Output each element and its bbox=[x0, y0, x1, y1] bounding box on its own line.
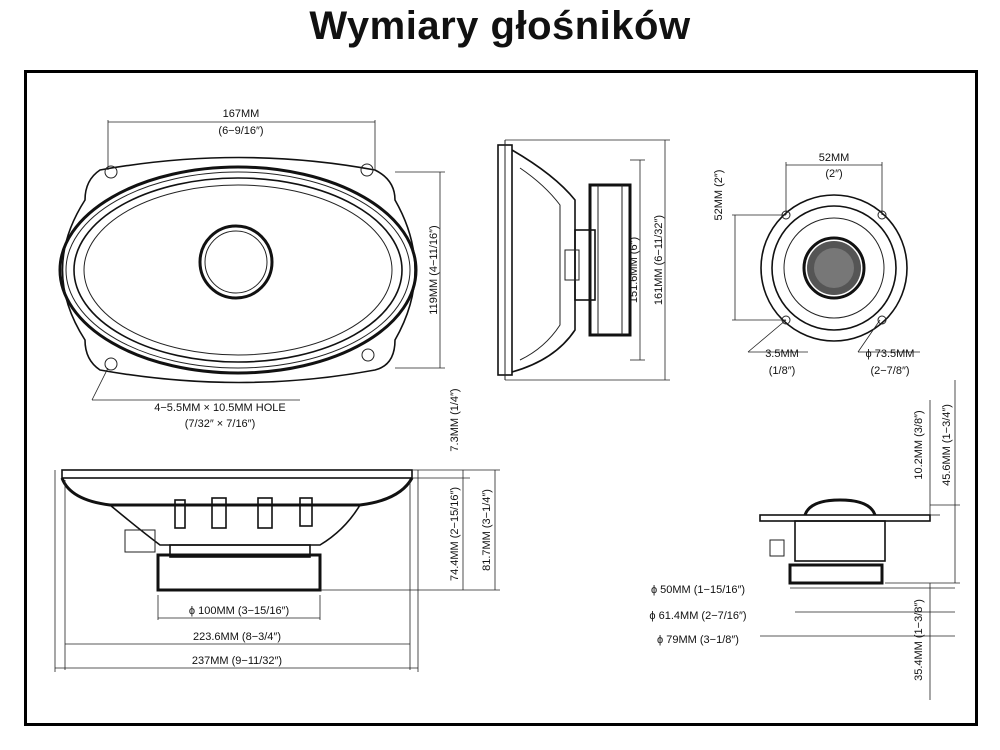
tweeter-front-view bbox=[732, 162, 920, 353]
overall-label: 237MM (9−11/32″) bbox=[192, 655, 282, 667]
hole-label-in: (7/32″ × 7/16″) bbox=[185, 418, 255, 430]
magnet-label: ϕ 100MM (3−15/16″) bbox=[189, 605, 289, 617]
depth-label: 74.4MM (2−15/16″) bbox=[449, 487, 461, 581]
front-height-label: 119MM (4−11/16″) bbox=[428, 225, 440, 314]
side-view bbox=[497, 139, 670, 381]
tweeter-height-label: 52MM (2″) bbox=[713, 170, 725, 221]
front-view bbox=[58, 120, 445, 401]
side-inner-label: 151.6MM (6″) bbox=[628, 237, 640, 303]
cutout-label: 223.6MM (8−3/4″) bbox=[193, 631, 281, 643]
side-outer-label: 161MM (6−11/32″) bbox=[653, 215, 665, 305]
tweeter-hole-mm: 3.5MM bbox=[765, 348, 799, 360]
front-width-in: (6−9/16″) bbox=[218, 125, 263, 137]
tweeter-d79-label: ϕ 79MM (3−1/8″) bbox=[657, 634, 739, 646]
tweeter-d61-label: ϕ 61.4MM (2−7/16″) bbox=[649, 610, 746, 622]
front-width-mm: 167MM bbox=[223, 108, 260, 120]
tweeter-hole-in: (1/8″) bbox=[769, 365, 796, 377]
tweeter-side-view bbox=[759, 380, 960, 700]
tweeter-bottom-label: 35.4MM (1−3/8″) bbox=[913, 599, 925, 681]
page-title: Wymiary głośników bbox=[309, 4, 691, 48]
tweeter-width-mm: 52MM bbox=[819, 152, 850, 164]
flange-label: 7.3MM (1/4″) bbox=[449, 388, 461, 451]
drawing-frame bbox=[24, 70, 978, 726]
tweeter-width-in: (2″) bbox=[825, 168, 842, 180]
tweeter-top-label: 10.2MM (3/8″) bbox=[913, 410, 925, 479]
tweeter-total-label: 45.6MM (1−3/4″) bbox=[941, 404, 953, 486]
tweeter-dia-in: (2−7/8″) bbox=[870, 365, 909, 377]
woofer-side-view bbox=[54, 469, 500, 672]
hole-label-mm: 4−5.5MM × 10.5MM HOLE bbox=[154, 402, 285, 414]
tweeter-d50-label: ϕ 50MM (1−15/16″) bbox=[651, 584, 745, 596]
tweeter-dia-mm: ϕ 73.5MM bbox=[866, 348, 915, 360]
total-depth-label: 81.7MM (3−1/4″) bbox=[481, 489, 493, 571]
